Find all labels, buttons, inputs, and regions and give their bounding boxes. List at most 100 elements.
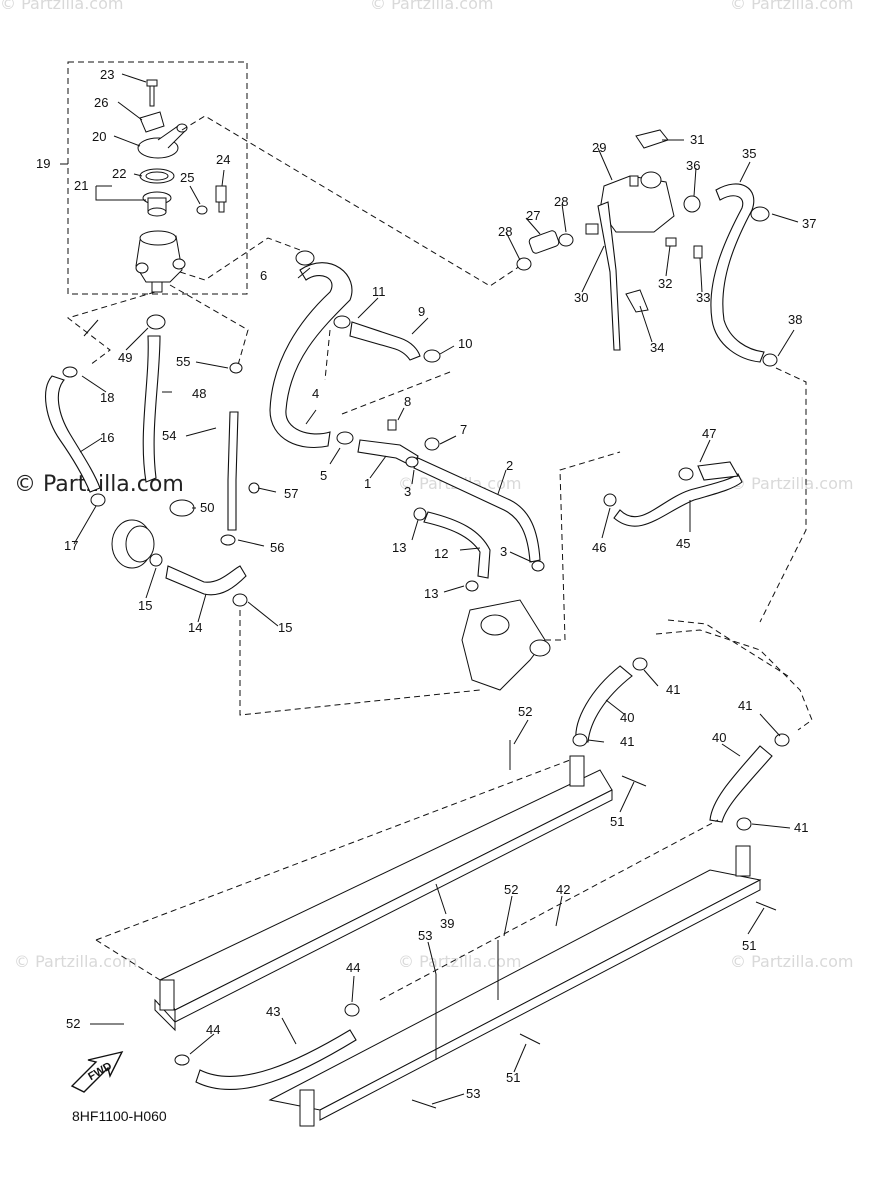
watermark-top-right: © Partzilla.com <box>730 0 854 13</box>
fitting-part <box>585 223 599 235</box>
clamp-44-a <box>174 1054 190 1066</box>
watermark-bottom-center: © Partzilla.com <box>398 952 522 971</box>
callout-53-b: 53 <box>466 1086 480 1101</box>
clamp-10 <box>423 349 441 363</box>
hose-30 <box>597 201 621 351</box>
leader-lines <box>60 73 799 1105</box>
hose-47 <box>697 461 739 481</box>
callout-41-c: 41 <box>738 698 752 713</box>
hose-14 <box>165 565 247 596</box>
clamp-3-a <box>531 560 545 572</box>
callout-17: 17 <box>64 538 78 553</box>
callout-22: 22 <box>112 166 126 181</box>
thermostat-cover-part <box>137 123 188 159</box>
callout-7: 7 <box>460 422 467 437</box>
bolts-group <box>110 740 777 1109</box>
clamp-41-d <box>736 817 752 831</box>
thermostat-housing-part <box>135 230 186 293</box>
callout-39: 39 <box>440 916 454 931</box>
callout-40-b: 40 <box>712 730 726 745</box>
callout-16: 16 <box>100 430 114 445</box>
callout-44-a: 44 <box>346 960 360 975</box>
temperature-sensor-part <box>215 185 227 213</box>
hose-48 <box>142 335 161 483</box>
hose-2 <box>413 457 541 563</box>
clamp-55 <box>229 362 243 374</box>
diagram-code: 8HF1100-H060 <box>72 1108 167 1124</box>
hose-9 <box>349 321 421 361</box>
callout-24: 24 <box>216 152 230 167</box>
callout-53-a: 53 <box>418 928 432 943</box>
reservoir-tank-part <box>599 171 675 233</box>
heat-exchanger-39 <box>154 755 613 1032</box>
callout-52-a: 52 <box>518 704 532 719</box>
callout-56: 56 <box>270 540 284 555</box>
callout-28-b: 28 <box>554 194 568 209</box>
callout-50: 50 <box>200 500 214 515</box>
callout-48: 48 <box>192 386 206 401</box>
callout-55: 55 <box>176 354 190 369</box>
thermostat-group-box <box>67 61 248 295</box>
bolt-part <box>146 79 158 107</box>
callout-21: 21 <box>74 178 88 193</box>
hose-54 <box>227 411 239 531</box>
callout-51-a: 51 <box>610 814 624 829</box>
callout-4: 4 <box>312 386 319 401</box>
callout-32: 32 <box>658 276 672 291</box>
callout-30: 30 <box>574 290 588 305</box>
collar-32 <box>665 237 677 247</box>
callout-45: 45 <box>676 536 690 551</box>
clamp-5 <box>336 431 354 445</box>
callout-41-b: 41 <box>620 734 634 749</box>
clamp-44-b <box>344 1003 360 1017</box>
hose-43 <box>195 1029 357 1091</box>
callout-2: 2 <box>506 458 513 473</box>
watermark-top-left: © Partzilla.com <box>0 0 124 13</box>
callout-52-b: 52 <box>504 882 518 897</box>
hose-40-b <box>709 745 773 823</box>
pump-motor-part <box>111 519 155 569</box>
clip-34 <box>625 289 649 313</box>
clamp-13-a <box>413 507 427 521</box>
callout-36: 36 <box>686 158 700 173</box>
clamp-6 <box>295 250 315 266</box>
callout-20: 20 <box>92 129 106 144</box>
pipe-27 <box>528 230 560 254</box>
clamp-37 <box>750 206 770 222</box>
grommet-36 <box>683 195 701 213</box>
hose-4 <box>269 262 353 448</box>
callout-8: 8 <box>404 394 411 409</box>
callout-29: 29 <box>592 140 606 155</box>
callout-42: 42 <box>556 882 570 897</box>
bolt-33 <box>693 245 703 259</box>
callout-43: 43 <box>266 1004 280 1019</box>
callout-28-a: 28 <box>498 224 512 239</box>
clamp-17 <box>90 493 106 507</box>
clamp-28-a <box>516 257 532 271</box>
clip-part <box>139 111 165 133</box>
callout-6: 6 <box>260 268 267 283</box>
clamp-28-b <box>558 233 574 247</box>
callout-1: 1 <box>364 476 371 491</box>
callout-37: 37 <box>802 216 816 231</box>
callout-13-b: 13 <box>424 586 438 601</box>
clamp-50 <box>169 499 195 517</box>
clamp-47 <box>678 467 694 481</box>
heat-exchanger-42 <box>268 845 762 1127</box>
fwd-arrow-icon: FWD <box>70 1050 124 1093</box>
callout-44-b: 44 <box>206 1022 220 1037</box>
callout-23: 23 <box>100 67 114 82</box>
callout-10: 10 <box>458 336 472 351</box>
callout-52-c: 52 <box>66 1016 80 1031</box>
clamp-41-a <box>632 657 648 671</box>
hose-45 <box>613 473 743 527</box>
callout-33: 33 <box>696 290 710 305</box>
clamp-38 <box>762 353 778 367</box>
callout-18: 18 <box>100 390 114 405</box>
clamp-56 <box>220 534 236 546</box>
callout-54: 54 <box>162 428 176 443</box>
callout-labels: 23 26 20 19 22 21 24 25 6 11 9 10 8 7 4 … <box>36 67 816 1101</box>
watermark-mid-right: © Partzilla.com <box>730 474 854 493</box>
callout-3-b: 3 <box>500 544 507 559</box>
callout-35: 35 <box>742 146 756 161</box>
